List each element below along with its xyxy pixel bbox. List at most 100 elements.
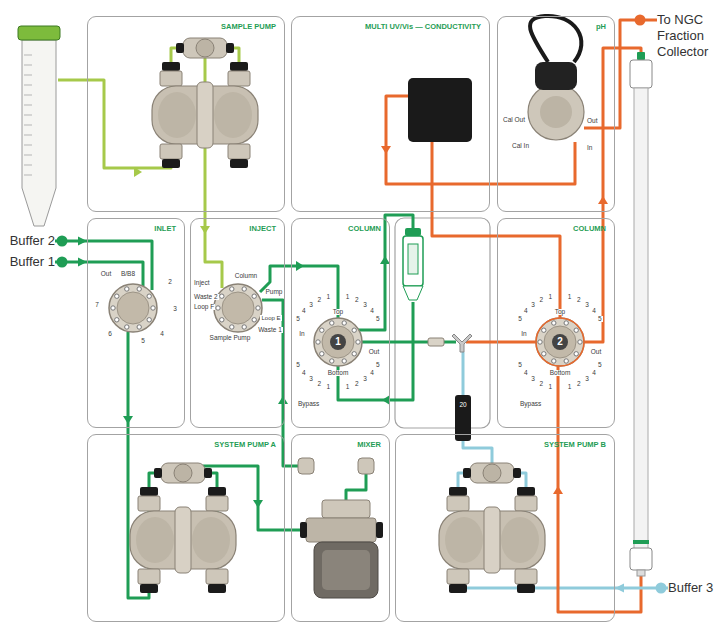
mixer-body [298, 458, 383, 598]
inline-filter [403, 236, 423, 286]
flow-arrow [123, 146, 608, 508]
port-label: 3 [172, 306, 178, 313]
valve-hub [552, 334, 568, 350]
tubing [584, 127, 615, 130]
port-label: Top [332, 309, 344, 316]
port-label: 3 [308, 302, 314, 309]
flow-arrow [598, 196, 608, 204]
flow-arrow [134, 167, 142, 177]
flow-arrow [200, 226, 210, 234]
port-label: Waste 2 [193, 294, 219, 301]
port-label: Pump [265, 289, 284, 296]
ph-electrode [535, 62, 577, 90]
ph-electrode [528, 84, 584, 140]
tubing [432, 142, 560, 320]
tubing [466, 341, 536, 344]
port-label: 1 [567, 294, 573, 301]
port-label: In [520, 331, 527, 338]
port-label: 1 [548, 294, 554, 301]
port-label: Out [368, 349, 380, 356]
sample-tube [22, 40, 56, 226]
ph-electrode [530, 16, 581, 62]
system-pump-a-head [130, 463, 236, 593]
chromatography-column [630, 52, 652, 576]
port-label: B/B8 [120, 271, 136, 278]
sample-tube [18, 26, 60, 40]
port-label: 4 [301, 308, 307, 315]
tubing-terminal: Buffer 1 [10, 254, 55, 270]
chromatography-column [630, 60, 652, 88]
port-label: 3 [362, 376, 368, 383]
port-label: 1 [345, 294, 351, 301]
module-panel: COLUMN [497, 218, 615, 428]
port-label: 5 [597, 362, 603, 369]
port-label: 4 [301, 370, 307, 377]
tubing [346, 474, 366, 500]
port-label: 1 [326, 294, 332, 301]
port-label: 3 [584, 376, 590, 383]
module-heading: COLUMN [573, 225, 606, 233]
module-panel: MULTI UV/Vis — CONDUCTIVITY [291, 16, 490, 212]
port-label: 2 [576, 381, 582, 388]
port-label: 1 [326, 384, 332, 391]
terminal-dot [57, 15, 667, 594]
port-label: 3 [584, 302, 590, 309]
tubing-terminal: To NGC Fraction Collector [657, 12, 723, 60]
chromatography-column [634, 88, 648, 550]
port-label: 2 [167, 279, 173, 286]
port-label: 1 [567, 384, 573, 391]
chromatography-column [637, 52, 645, 60]
module-heading: SYSTEM PUMP A [214, 441, 276, 449]
port-label: 5 [295, 316, 301, 323]
port-label: 7 [94, 302, 100, 309]
flow-arrow [380, 256, 390, 264]
tubing [58, 48, 641, 612]
module-panel: MIXER [291, 434, 390, 622]
port-label: Loop F [193, 304, 215, 311]
flow-arrow [381, 146, 391, 154]
arrow-head [615, 584, 624, 593]
port-label: 2 [538, 297, 544, 304]
port-label: Waste 1 [257, 327, 283, 334]
inline-filter [403, 286, 423, 300]
mixer-body [300, 522, 307, 538]
port-label: 4 [159, 331, 165, 338]
module-panel: SAMPLE PUMP [87, 16, 285, 212]
column-valve [536, 318, 584, 366]
mixer-body [322, 550, 370, 590]
port-label: 5 [375, 362, 381, 369]
port-label: In [298, 331, 305, 338]
port-label: Loop E [260, 315, 281, 321]
tube-connector [615, 20, 657, 128]
port-label: Out [586, 118, 598, 125]
sample-pump-head [152, 38, 258, 168]
port-label: 1 [548, 384, 554, 391]
tubing [87, 262, 143, 286]
system-pump-b-head [439, 463, 545, 593]
arrow-head [78, 258, 87, 267]
port-label: 4 [591, 308, 597, 315]
module-heading: COLUMN [348, 225, 381, 233]
flow-arrow [553, 486, 563, 494]
port-label: 5 [517, 316, 523, 323]
tubing [87, 241, 152, 290]
module-heading: MIXER [357, 441, 381, 449]
port-label: 5 [140, 338, 146, 345]
chromatography-column [630, 548, 652, 570]
port-label: 4 [369, 308, 375, 315]
module-heading: pH [596, 23, 606, 31]
port-label: Cal In [511, 143, 530, 150]
port-label: 6 [107, 331, 113, 338]
port-label: 5 [295, 362, 301, 369]
tubing-terminal: Buffer 2 [10, 233, 55, 249]
flow-arrow [278, 396, 288, 404]
tee-connector [452, 334, 472, 352]
mixer-body [358, 458, 374, 474]
valve-ring [536, 318, 584, 366]
tubing [582, 48, 641, 342]
port-label: 3 [530, 302, 536, 309]
union-fitting [428, 338, 444, 346]
terminal-label: Buffer 2 [10, 233, 55, 249]
flow-arrow [123, 416, 133, 424]
